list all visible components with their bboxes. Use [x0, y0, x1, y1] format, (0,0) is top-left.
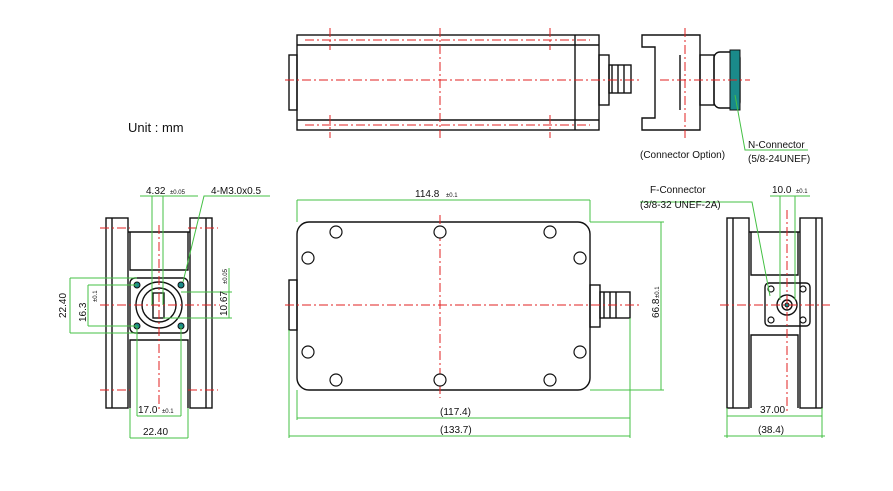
- tol-114-8: ±0.1: [446, 193, 458, 199]
- dim-66-8: 66.8: [651, 298, 662, 318]
- dim-17-0: 17.0: [138, 405, 158, 416]
- dim-16-3: 16.3: [78, 302, 89, 322]
- dim-37-00: 37.00: [760, 405, 785, 416]
- dim-38-4: (38.4): [758, 425, 784, 436]
- dim-117-4: (117.4): [440, 407, 471, 418]
- front-view: 4.32 ±0.05 4-M3.0x0.5 22.40 16.3 ±0.1 10…: [58, 186, 270, 439]
- side-view: F-Connector (3/8-32 UNEF-2A) 10.0 ±0.1 3…: [640, 185, 830, 438]
- tol-10-0: ±0.1: [796, 189, 808, 195]
- dim-4-32: 4.32: [146, 186, 166, 197]
- top-view: (Connector Option) N-Connector (5/8-24UN…: [285, 28, 810, 165]
- n-connector-thread-label: (5/8-24UNEF): [748, 154, 810, 165]
- unit-label: Unit : mm: [128, 120, 184, 135]
- tol-10-67: ±0.05: [223, 268, 229, 284]
- dim-114-8: 114.8: [415, 189, 440, 200]
- connector-option-label: (Connector Option): [640, 150, 725, 161]
- dim-22-40-vertical: 22.40: [58, 293, 69, 318]
- tol-17-0: ±0.1: [162, 409, 174, 415]
- dim-22-40-horizontal: 22.40: [143, 427, 168, 438]
- dim-133-7: (133.7): [440, 425, 472, 436]
- tol-66-8: ±0.1: [655, 286, 661, 298]
- n-connector-label: N-Connector: [748, 140, 805, 151]
- f-connector-label: F-Connector: [650, 185, 706, 196]
- tol-16-3: ±0.1: [93, 290, 99, 302]
- thread-spec: 4-M3.0x0.5: [211, 186, 261, 197]
- dim-10-0: 10.0: [772, 185, 792, 196]
- main-view: 114.8 ±0.1 66.8 ±0.1 (117.4) (133.7): [285, 189, 664, 438]
- screws: [301, 225, 587, 387]
- tol-4-32: ±0.05: [170, 190, 186, 196]
- dim-10-67: 10.67: [219, 291, 230, 316]
- f-connector-thread-label: (3/8-32 UNEF-2A): [640, 200, 721, 211]
